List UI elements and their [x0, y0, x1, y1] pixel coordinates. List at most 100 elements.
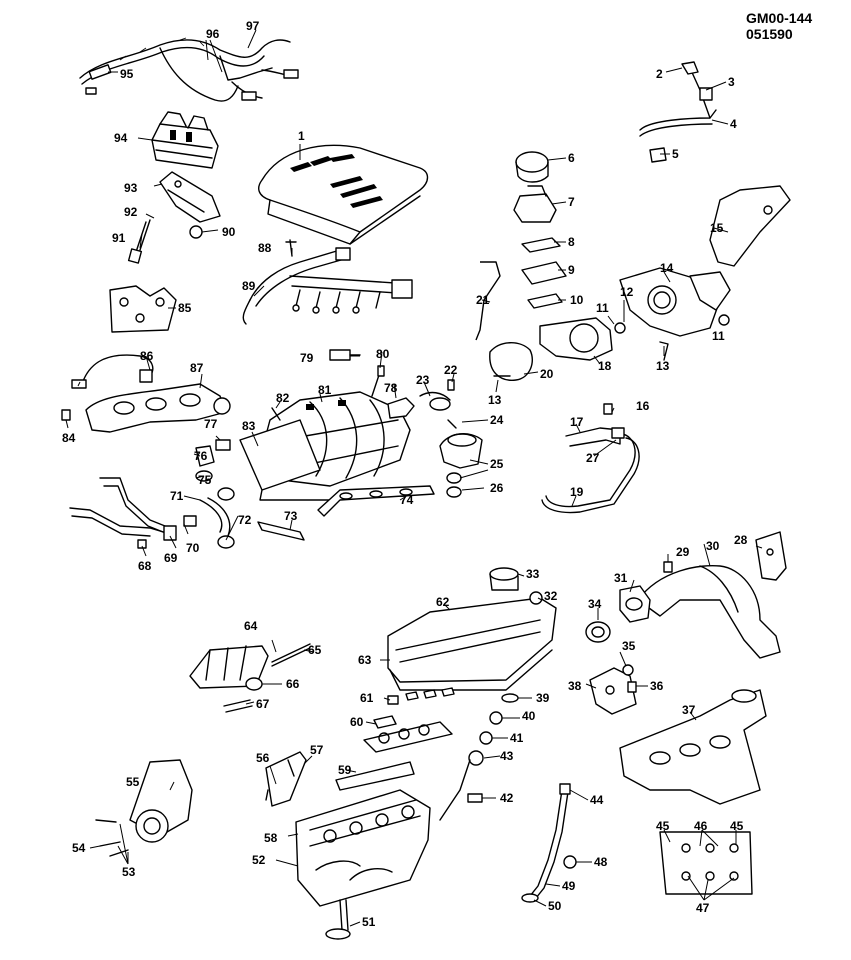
callout-28: 28 — [734, 533, 748, 547]
callout-58: 58 — [264, 831, 278, 845]
callout-43: 43 — [500, 749, 514, 763]
callout-33: 33 — [526, 567, 540, 581]
callout-37: 37 — [682, 703, 696, 717]
callout-82: 82 — [276, 391, 290, 405]
callout-46: 46 — [694, 819, 708, 833]
callout-94: 94 — [114, 131, 128, 145]
callout-63: 63 — [358, 653, 372, 667]
callout-39: 39 — [536, 691, 550, 705]
fuel-rail-assembly — [242, 239, 413, 325]
callout-27: 27 — [586, 451, 600, 465]
callout-34: 34 — [588, 597, 602, 611]
callout-10: 10 — [570, 293, 584, 307]
heat-shield — [189, 643, 311, 713]
callout-23: 23 — [416, 373, 430, 387]
valve-cover — [387, 567, 557, 691]
callout-60: 60 — [350, 715, 364, 729]
callout-88: 88 — [258, 241, 272, 255]
callout-44: 44 — [590, 793, 604, 807]
callout-95: 95 — [120, 67, 134, 81]
callout-71: 71 — [170, 489, 184, 503]
callout-47: 47 — [696, 901, 710, 915]
callout-85: 85 — [178, 301, 192, 315]
callout-83: 83 — [242, 419, 256, 433]
callout-16: 16 — [636, 399, 650, 413]
callout-75: 75 — [198, 473, 212, 487]
callout-73: 73 — [284, 509, 298, 523]
exhaust-bracket — [589, 664, 637, 715]
coolant-tubes — [69, 477, 305, 549]
exhaust-manifold-front — [619, 689, 767, 805]
coil-mounting-bracket — [127, 171, 221, 264]
callout-21: 21 — [476, 293, 490, 307]
callout-56: 56 — [256, 751, 270, 765]
callout-48: 48 — [594, 855, 608, 869]
callout-7: 7 — [568, 195, 575, 209]
callout-9: 9 — [568, 263, 575, 277]
callout-80: 80 — [376, 347, 390, 361]
callout-84: 84 — [62, 431, 76, 445]
callout-18: 18 — [598, 359, 612, 373]
document-date: 051590 — [746, 26, 793, 42]
callout-81: 81 — [318, 383, 332, 397]
callout-90: 90 — [222, 225, 236, 239]
callout-32: 32 — [544, 589, 558, 603]
callout-64: 64 — [244, 619, 258, 633]
egr-tube — [541, 403, 640, 514]
callout-14: 14 — [660, 261, 674, 275]
callout-51: 51 — [362, 915, 376, 929]
callout-66: 66 — [286, 677, 300, 691]
callout-12: 12 — [620, 285, 634, 299]
callout-6: 6 — [568, 151, 575, 165]
callout-89: 89 — [242, 279, 256, 293]
callout-78: 78 — [384, 381, 398, 395]
callout-91: 91 — [112, 231, 126, 245]
callout-69: 69 — [164, 551, 178, 565]
callout-labels: 1234567891011111213131415161718192021222… — [62, 19, 748, 929]
callout-15: 15 — [710, 221, 724, 235]
valvetrain-components — [335, 687, 519, 821]
callout-31: 31 — [614, 571, 628, 585]
callout-20: 20 — [540, 367, 554, 381]
callout-65: 65 — [308, 643, 322, 657]
callout-38: 38 — [568, 679, 582, 693]
callout-45: 45 — [656, 819, 670, 833]
callout-29: 29 — [676, 545, 690, 559]
callout-36: 36 — [650, 679, 664, 693]
document-code: GM00-144 — [746, 10, 813, 26]
callout-77: 77 — [204, 417, 218, 431]
vacuum-fittings — [271, 349, 385, 421]
callout-74: 74 — [400, 493, 414, 507]
callout-3: 3 — [728, 75, 735, 89]
callout-96: 96 — [206, 27, 220, 41]
callout-72: 72 — [238, 513, 252, 527]
callout-86: 86 — [140, 349, 154, 363]
throttle-body-area — [475, 61, 791, 381]
callout-11: 11 — [596, 301, 609, 315]
callout-49: 49 — [562, 879, 576, 893]
callout-68: 68 — [138, 559, 152, 573]
callout-61: 61 — [360, 691, 374, 705]
callout-22: 22 — [444, 363, 458, 377]
callout-57: 57 — [310, 743, 324, 757]
callout-1: 1 — [298, 129, 305, 143]
callout-17: 17 — [570, 415, 584, 429]
exhaust-crossover-pipe — [585, 531, 787, 659]
callout-11: 11 — [712, 329, 725, 343]
water-pump — [95, 759, 193, 857]
callout-13: 13 — [656, 359, 670, 373]
leader-lines — [65, 29, 763, 927]
callout-4: 4 — [730, 117, 737, 131]
thermostat-housing — [387, 379, 483, 498]
wiring-harness — [79, 37, 299, 102]
callout-40: 40 — [522, 709, 536, 723]
callout-19: 19 — [570, 485, 584, 499]
callout-76: 76 — [194, 449, 208, 463]
callout-2: 2 — [656, 67, 663, 81]
callout-30: 30 — [706, 539, 720, 553]
exhaust-gasket — [659, 831, 753, 895]
callout-8: 8 — [568, 235, 575, 249]
callout-41: 41 — [510, 731, 524, 745]
callout-79: 79 — [300, 351, 314, 365]
